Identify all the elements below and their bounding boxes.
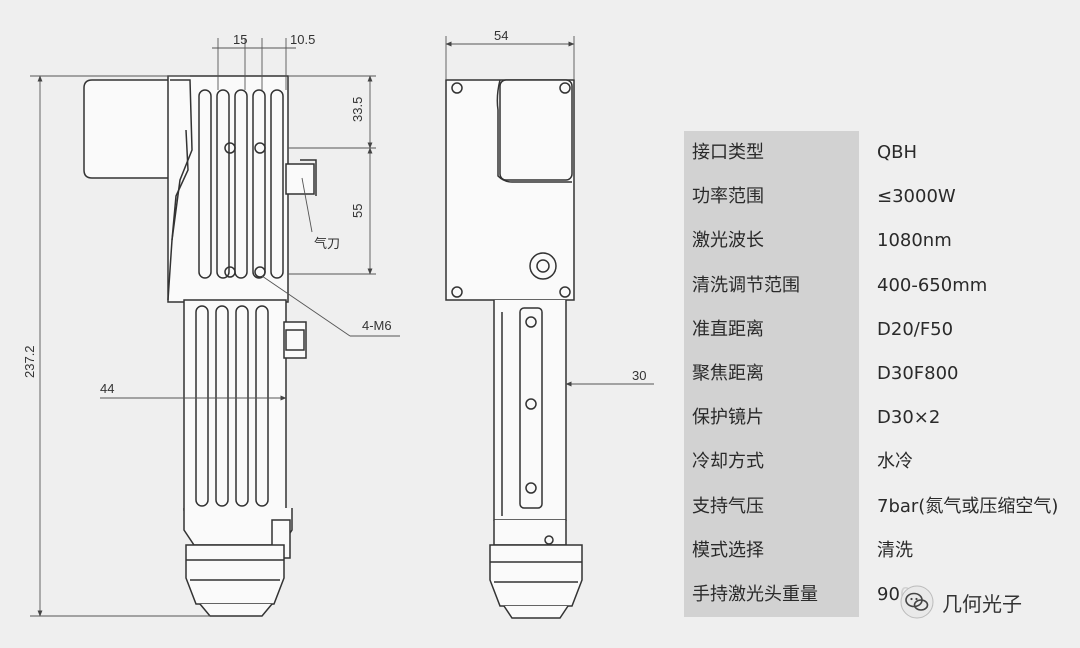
- dim-top-left: 15: [233, 32, 247, 47]
- spec-row: 激光波长 1080nm: [684, 219, 1074, 264]
- side-dimensions: [445, 36, 654, 387]
- spec-value: ≤3000W: [877, 186, 956, 208]
- mounting-holes: [224, 142, 266, 278]
- front-view: [83, 75, 317, 617]
- spec-label: 功率范围: [684, 175, 859, 220]
- watermark: 几何光子: [900, 582, 1068, 622]
- spec-value: 1080nm: [877, 230, 952, 252]
- dim-side-width: 54: [494, 28, 508, 43]
- threads-callout: 4-M6: [362, 318, 392, 333]
- side-view: [445, 79, 583, 619]
- front-vent-slots: [198, 89, 284, 279]
- spec-label: 聚焦距离: [684, 351, 859, 397]
- spec-row: 准直距离 D20/F50: [684, 307, 1074, 352]
- dim-body-width: 44: [100, 381, 114, 396]
- spec-row: 模式选择清洗: [684, 528, 1074, 573]
- spec-row: 清洗调节范围 400-650mm: [684, 263, 1074, 308]
- spec-value: 清洗: [877, 539, 913, 561]
- spec-label: 手持激光头重量: [684, 572, 859, 618]
- spec-value: 400-650mm: [877, 274, 988, 296]
- wechat-icon: [900, 585, 934, 619]
- spec-table: 接口类型 QBH 功率范围 ≤3000W 激光波长 1080nm 清洗调节范围 400-650…: [684, 131, 1074, 618]
- spec-label: 激光波长: [684, 219, 859, 264]
- dim-side-lower: 55: [350, 204, 365, 218]
- spec-label: 准直距离: [684, 307, 859, 352]
- spec-label: 冷却方式: [684, 440, 859, 485]
- dim-side-upper: 33.5: [350, 97, 365, 122]
- spec-row: 功率范围 ≤3000W: [684, 175, 1074, 220]
- air-knife-callout: 气刀: [314, 236, 340, 252]
- spec-value: QBH: [877, 142, 918, 164]
- spec-label: 保护镜片: [684, 396, 859, 441]
- watermark-text: 几何光子: [942, 591, 1022, 616]
- spec-label: 支持气压: [684, 484, 859, 529]
- spec-value: D30F800: [877, 363, 959, 385]
- spec-value: D30×2: [877, 407, 941, 429]
- dim-overall-height: 237.2: [22, 345, 37, 378]
- spec-label: 模式选择: [684, 528, 859, 573]
- spec-label: 接口类型: [684, 131, 859, 176]
- spec-row: 聚焦距离 D30F800: [684, 351, 1074, 397]
- spec-value: 7bar(氮气或压缩空气): [877, 495, 1059, 517]
- technical-drawing: 15 10.5 33.5 55 237.2 44 气刀 4-M6: [22, 28, 654, 619]
- spec-row: 支持气压 7bar(氮气或压缩空气): [684, 484, 1074, 529]
- spec-row: 接口类型 QBH: [684, 131, 1074, 176]
- dim-grip-offset: 30: [632, 368, 646, 383]
- front-dimensions: [30, 38, 400, 617]
- spec-value: D20/F50: [877, 318, 954, 340]
- spec-row: 保护镜片 D30×2: [684, 396, 1074, 441]
- spec-value: 水冷: [877, 451, 913, 473]
- dim-top-right: 10.5: [290, 32, 315, 47]
- spec-label: 清洗调节范围: [684, 263, 859, 308]
- spec-row: 冷却方式水冷: [684, 440, 1074, 485]
